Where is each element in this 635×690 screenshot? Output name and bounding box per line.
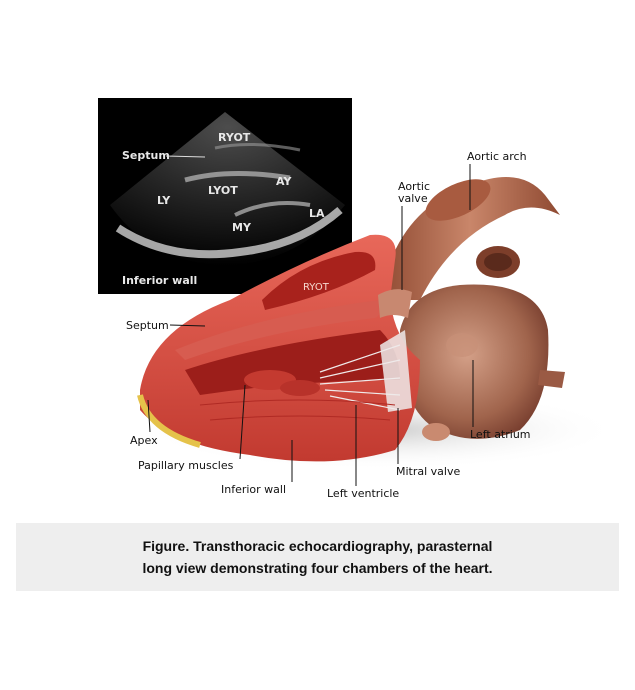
caption-box: Figure. Transthoracic echocardiography, … <box>16 523 619 591</box>
heart-diagram: RYOT Septum LYOT AY LY LA MY Inferior wa… <box>98 98 620 500</box>
label-aortic-valve-1: Aortic <box>398 180 430 193</box>
aortic-arch-top <box>425 179 491 221</box>
heart-illustration: RYOT <box>137 177 620 470</box>
label-aortic-arch: Aortic arch <box>467 150 527 163</box>
echo-septum-leader <box>165 155 206 158</box>
epicardial-fat <box>137 394 201 448</box>
echo-label-inferior-wall: Inferior wall <box>122 274 197 287</box>
echo-label-la: LA <box>309 207 325 220</box>
leader-septum <box>169 324 206 327</box>
leader-apex <box>147 399 151 433</box>
echo-label-ryot: RYOT <box>218 131 251 144</box>
lv-cavity <box>185 330 400 395</box>
echo-fan <box>110 112 345 266</box>
pulmonary-vein <box>538 370 565 388</box>
label-papillary-muscles: Papillary muscles <box>138 459 234 472</box>
label-apex: Apex <box>130 434 158 447</box>
caption-line-2: long view demonstrating four chambers of… <box>142 560 493 576</box>
echo-label-lyot: LYOT <box>208 184 238 197</box>
vessel-opening-inner <box>484 253 512 271</box>
leader-papillary-muscles <box>239 384 246 460</box>
wall-striation <box>209 415 391 421</box>
heart-label-ryot: RYOT <box>303 282 330 293</box>
coronary-sinus <box>422 423 450 441</box>
label-left-atrium: Left atrium <box>470 428 531 441</box>
aortic-valve-shape <box>378 289 412 318</box>
septum-band <box>175 300 382 360</box>
wall-striation <box>199 399 396 406</box>
echo-label-septum: Septum <box>122 149 170 162</box>
label-left-ventricle: Left ventricle <box>327 487 399 500</box>
left-atrium-shape <box>399 284 549 439</box>
aortic-arch-shape <box>380 177 560 300</box>
mitral-valve-leaflets <box>380 330 412 412</box>
figure-caption: Figure. Transthoracic echocardiography, … <box>142 535 492 579</box>
label-aortic-valve-2: valve <box>398 192 428 205</box>
chordae-tendineae <box>319 344 401 411</box>
echo-label-my: MY <box>232 221 252 234</box>
echo-label-ay: AY <box>276 175 292 188</box>
label-mitral-valve: Mitral valve <box>396 465 460 478</box>
caption-line-1: Figure. Transthoracic echocardiography, … <box>142 538 493 554</box>
label-septum: Septum <box>126 319 169 332</box>
echo-panel: RYOT Septum LYOT AY LY LA MY Inferior wa… <box>98 98 352 294</box>
heart-labels: Aortic arch Aortic valve Septum Apex Pap… <box>126 150 531 500</box>
echo-inferior-wall-band <box>115 206 343 259</box>
heart-figure: RYOT Septum LYOT AY LY LA MY Inferior wa… <box>98 98 620 500</box>
echo-mitral-band <box>234 201 311 217</box>
atrium-highlight <box>446 333 478 357</box>
echo-label-ly: LY <box>157 194 171 207</box>
papillary-muscle-2 <box>280 380 320 396</box>
rvot-chamber <box>262 251 376 310</box>
label-inferior-wall: Inferior wall <box>221 483 286 496</box>
echo-septum-band <box>184 170 291 183</box>
echo-rvot-wall <box>214 142 301 152</box>
